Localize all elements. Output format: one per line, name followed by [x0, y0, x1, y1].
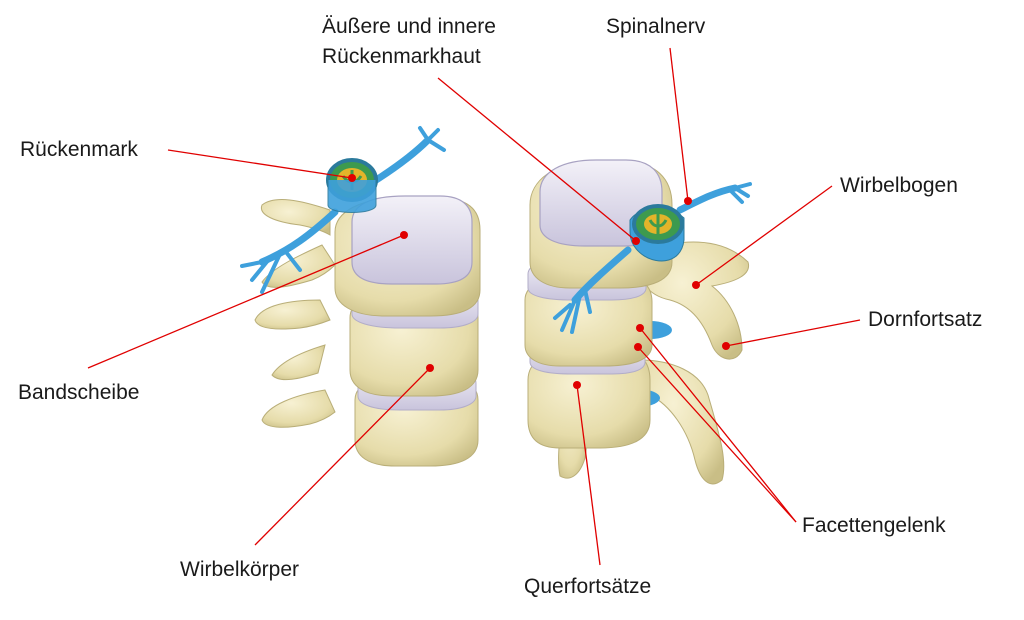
label-spinalnerv: Spinalnerv [606, 15, 706, 38]
label-rueckenmark: Rückenmark [20, 138, 138, 161]
left-vertebrae-stack [240, 126, 481, 467]
right-spinal-cord [629, 204, 685, 262]
label-querfortsaetze: Querfortsätze [524, 575, 652, 598]
leader-lines [87, 47, 861, 566]
label-rueckenmarkhaut-line2: Rückenmarkhaut [322, 45, 481, 68]
label-wirbelkoerper: Wirbelkörper [180, 558, 300, 581]
label-dornfortsatz: Dornfortsatz [868, 308, 983, 331]
label-wirbelbogen: Wirbelbogen [840, 174, 958, 197]
right-spinal-nerve [553, 182, 752, 334]
label-facettengelenk: Facettengelenk [802, 514, 946, 537]
label-bandscheibe: Bandscheibe [18, 381, 140, 404]
left-spinal-cord [326, 158, 378, 213]
right-vertebrae-stack [524, 159, 752, 485]
label-rueckenmarkhaut-line1: Äußere und innere [322, 15, 496, 38]
